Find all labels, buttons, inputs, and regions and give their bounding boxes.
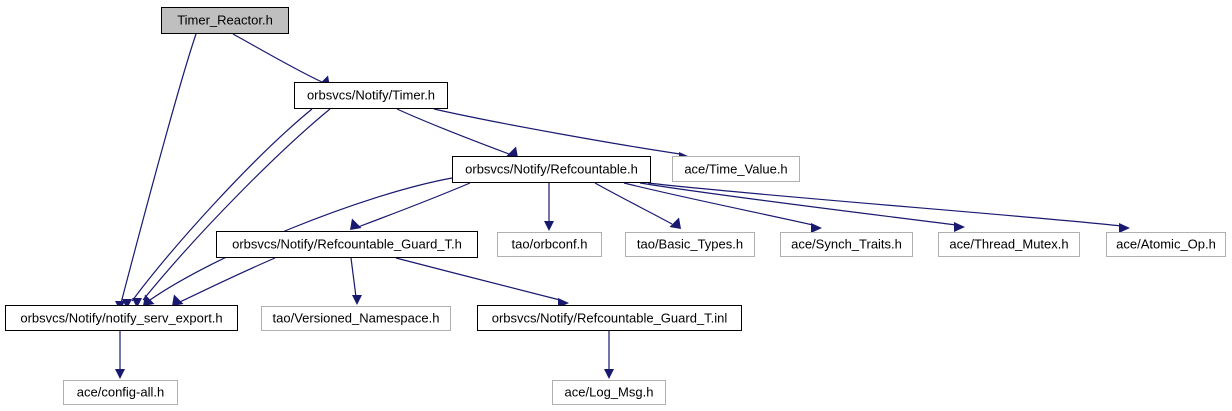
graph-node-label: ace/config-all.h — [76, 384, 165, 400]
graph-node-synch_traits[interactable]: ace/Synch_Traits.h — [780, 232, 913, 257]
graph-arrowhead-thread_mutex — [954, 222, 965, 232]
graph-edge-timer_reactor-to-notify_timer — [232, 33, 323, 83]
graph-node-label: ace/Synch_Traits.h — [791, 236, 902, 252]
graph-edge-refcountable_guard_h-to-refcountable_guard_inl — [395, 257, 561, 301]
graph-node-label: orbsvcs/Notify/Refcountable.h — [465, 161, 638, 177]
graph-edge-timer_reactor-to-notify_serv_export — [120, 33, 197, 304]
graph-node-label: tao/Versioned_Namespace.h — [272, 310, 440, 326]
graph-node-label: ace/Time_Value.h — [684, 161, 788, 176]
graph-node-refcountable_guard_h[interactable]: orbsvcs/Notify/Refcountable_Guard_T.h — [216, 231, 478, 258]
graph-node-atomic_op[interactable]: ace/Atomic_Op.h — [1106, 232, 1226, 257]
graph-arrowhead-basic_types — [669, 217, 681, 229]
graph-node-label: orbsvcs/Notify/Refcountable_Guard_T.inl — [491, 310, 728, 325]
graph-edge-refcountable-to-refcountable_guard_h — [357, 182, 471, 228]
graph-node-timer_reactor[interactable]: Timer_Reactor.h — [161, 7, 289, 34]
graph-node-notify_timer[interactable]: orbsvcs/Notify/Timer.h — [294, 82, 448, 109]
graph-node-label: orbsvcs/Notify/Refcountable_Guard_T.h — [232, 236, 462, 252]
graph-arrowhead-orbconf — [544, 221, 554, 231]
graph-node-versioned_namespace[interactable]: tao/Versioned_Namespace.h — [261, 306, 451, 331]
graph-node-log_msg[interactable]: ace/Log_Msg.h — [552, 380, 666, 405]
graph-edge-refcountable_guard_h-to-versioned_namespace — [350, 257, 357, 298]
graph-node-basic_types[interactable]: tao/Basic_Types.h — [625, 232, 755, 257]
graph-node-label: orbsvcs/Notify/notify_serv_export.h — [20, 310, 223, 325]
graph-node-label: ace/Atomic_Op.h — [1116, 236, 1216, 252]
graph-edge-refcountable-to-basic_types — [594, 182, 673, 225]
graph-edge-notify_timer-to-refcountable — [396, 108, 510, 155]
graph-edge-refcountable-to-thread_mutex — [639, 182, 957, 226]
graph-arrowhead-refcountable_guard_h — [350, 218, 362, 230]
graph-node-orbconf[interactable]: tao/orbconf.h — [497, 232, 602, 257]
graph-arrowhead-config_all — [115, 369, 125, 379]
graph-node-time_value[interactable]: ace/Time_Value.h — [672, 156, 800, 182]
graph-node-notify_serv_export[interactable]: orbsvcs/Notify/notify_serv_export.h — [5, 305, 238, 331]
graph-node-label: tao/Basic_Types.h — [636, 236, 744, 252]
graph-edge-refcountable_guard_h-to-notify_serv_export — [179, 257, 276, 303]
graph-edge-notify_timer-to-time_value — [433, 108, 681, 155]
graph-node-refcountable[interactable]: orbsvcs/Notify/Refcountable.h — [452, 156, 651, 183]
graph-node-label: orbsvcs/Notify/Timer.h — [306, 87, 436, 103]
graph-edge-notify_timer-to-refcountable_guard_h — [142, 108, 331, 301]
graph-node-label: tao/orbconf.h — [511, 236, 588, 252]
graph-node-config_all[interactable]: ace/config-all.h — [63, 380, 178, 405]
graph-node-label: Timer_Reactor.h — [177, 12, 273, 28]
graph-edge-notify_timer-to-notify_serv_export — [131, 108, 313, 302]
graph-node-label: ace/Log_Msg.h — [564, 384, 654, 400]
graph-edge-refcountable-to-atomic_op — [647, 182, 1122, 227]
graph-edge-refcountable-to-synch_traits — [623, 182, 814, 226]
graph-arrowhead-log_msg — [604, 369, 614, 379]
graph-node-refcountable_guard_inl[interactable]: orbsvcs/Notify/Refcountable_Guard_T.inl — [477, 305, 742, 331]
graph-node-thread_mutex[interactable]: ace/Thread_Mutex.h — [938, 232, 1080, 257]
graph-arrowhead-versioned_namespace — [352, 295, 362, 305]
graph-node-label: ace/Thread_Mutex.h — [949, 236, 1069, 252]
